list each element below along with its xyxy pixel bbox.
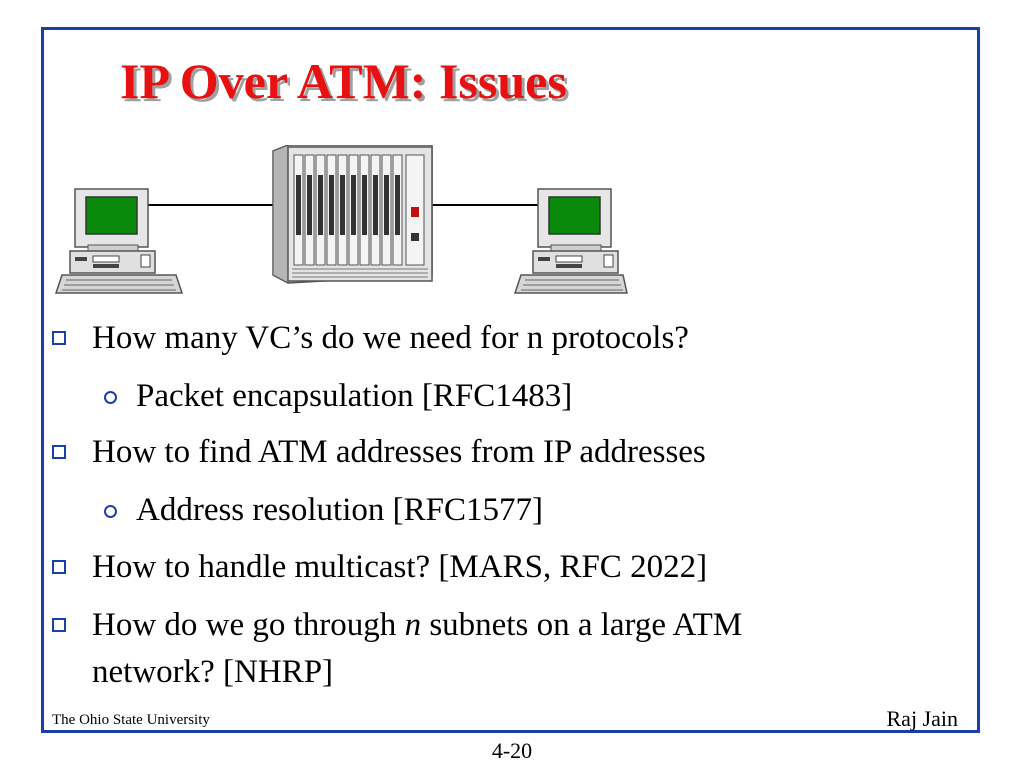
computer-icon	[513, 188, 628, 294]
square-bullet-icon	[52, 331, 66, 345]
footer-author: Raj Jain	[886, 706, 959, 731]
atm-switch-icon	[272, 145, 433, 284]
bullet-text: How to find ATM addresses from IP addres…	[92, 434, 706, 470]
square-bullet-icon	[52, 445, 66, 459]
page-number: 4-20	[491, 738, 533, 763]
circle-bullet-icon	[104, 505, 117, 518]
bullet-text: Address resolution [RFC1577]	[136, 492, 543, 528]
bullet-text: How do we go through n subnets on a larg…	[92, 607, 743, 643]
bullet-text-continuation: network? [NHRP]	[92, 654, 334, 690]
slide-frame	[41, 27, 980, 733]
circle-bullet-icon	[104, 391, 117, 404]
bullet-text: How to handle multicast? [MARS, RFC 2022…	[92, 549, 708, 585]
footer-university: The Ohio State University	[52, 712, 210, 728]
square-bullet-icon	[52, 618, 66, 632]
network-diagram	[54, 145, 628, 294]
square-bullet-icon	[52, 560, 66, 574]
bullet-text: How many VC’s do we need for n protocols…	[92, 320, 689, 356]
slide-title: IP Over ATM: Issues	[120, 53, 567, 109]
bullet-text: Packet encapsulation [RFC1483]	[136, 378, 573, 414]
computer-icon	[54, 188, 184, 294]
